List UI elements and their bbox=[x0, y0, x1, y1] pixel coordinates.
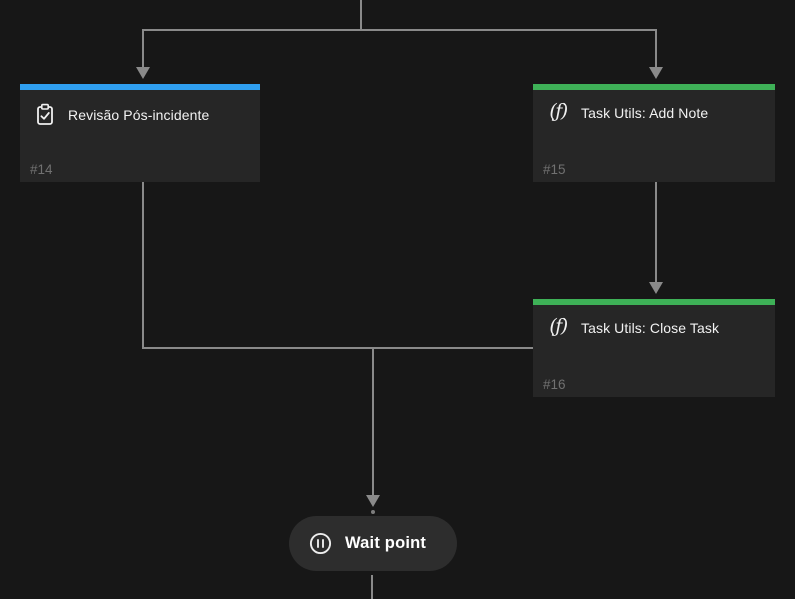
pause-icon bbox=[309, 532, 332, 555]
edge-into-node-15 bbox=[655, 29, 657, 68]
node-number: #15 bbox=[543, 162, 566, 177]
node-accent-bar-blue bbox=[20, 84, 260, 90]
function-icon: (ƒ) bbox=[549, 100, 568, 122]
arrowhead-into-node-16 bbox=[649, 282, 663, 294]
wait-point-input-connector-dot bbox=[371, 510, 375, 514]
node-number: #14 bbox=[30, 162, 53, 177]
flow-node-revisao-pos-incidente[interactable]: Revisão Pós-incidente #14 bbox=[20, 84, 260, 182]
function-icon: (ƒ) bbox=[549, 315, 568, 337]
node-accent-bar-green bbox=[533, 299, 775, 305]
edge-node-15-to-node-16 bbox=[655, 182, 657, 283]
arrowhead-into-wait-point bbox=[366, 495, 380, 507]
flow-node-task-utils-close-task[interactable]: (ƒ) Task Utils: Close Task #16 bbox=[533, 299, 775, 397]
edge-into-node-14 bbox=[142, 29, 144, 68]
arrowhead-into-node-15 bbox=[649, 67, 663, 79]
edge-top-stem bbox=[360, 0, 362, 31]
wait-point-node[interactable]: Wait point bbox=[289, 516, 457, 571]
node-title: Revisão Pós-incidente bbox=[68, 106, 210, 123]
node-header: (ƒ) Task Utils: Close Task bbox=[533, 299, 775, 337]
node-header: (ƒ) Task Utils: Add Note bbox=[533, 84, 775, 122]
node-title: Task Utils: Close Task bbox=[581, 319, 720, 336]
node-header: Revisão Pós-incidente bbox=[20, 84, 260, 126]
edge-out-of-wait-point bbox=[371, 575, 373, 599]
node-title: Task Utils: Add Note bbox=[581, 104, 709, 121]
wait-point-label: Wait point bbox=[345, 534, 427, 552]
edge-split-horizontal bbox=[142, 29, 657, 31]
clipboard-check-icon bbox=[34, 103, 56, 126]
edge-node-14-down bbox=[142, 182, 144, 349]
edge-merge-horizontal bbox=[142, 347, 533, 349]
edge-into-wait-point bbox=[372, 347, 374, 496]
flow-node-task-utils-add-note[interactable]: (ƒ) Task Utils: Add Note #15 bbox=[533, 84, 775, 182]
node-number: #16 bbox=[543, 377, 566, 392]
node-accent-bar-green bbox=[533, 84, 775, 90]
arrowhead-into-node-14 bbox=[136, 67, 150, 79]
